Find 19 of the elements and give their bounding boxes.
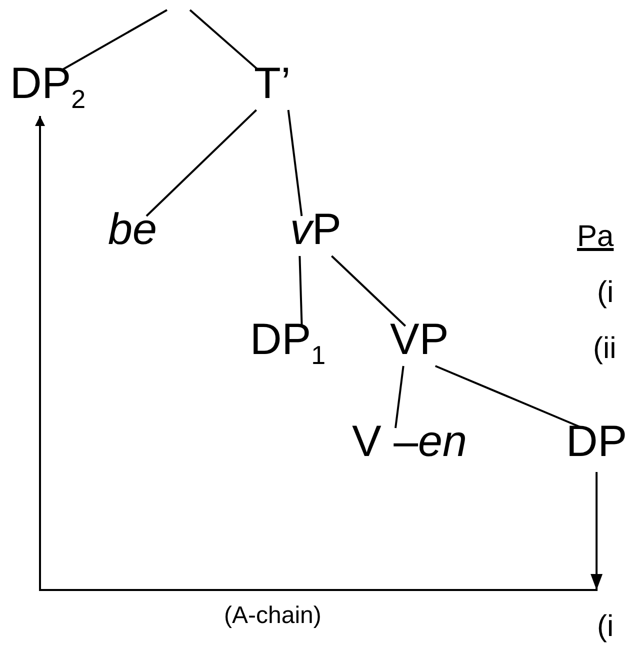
tree-branch-line: [331, 255, 406, 327]
tree-node-label: DP$_{2}$: [10, 62, 86, 112]
tree-node-label: VP: [390, 318, 449, 362]
tree-branch-line: [394, 366, 404, 428]
tree-node-label: V –en: [352, 420, 467, 464]
note-text: (i: [597, 278, 614, 308]
tree-branch-line: [61, 9, 168, 71]
tree-branch-line: [287, 110, 303, 216]
tree-branch-line: [146, 109, 258, 217]
note-text: (ii: [593, 334, 616, 364]
tree-node-label: DP: [566, 420, 628, 464]
tree-node-label: be: [108, 208, 157, 252]
tree-node-label: T’: [254, 62, 291, 106]
note-text: Pa: [577, 222, 614, 252]
tree-node-label: DP$_{1}$: [250, 318, 326, 368]
tree-branch-line: [189, 9, 259, 71]
tree-node-label: vP: [290, 208, 342, 252]
note-text: (i: [597, 612, 614, 642]
tree-branch-line: [298, 256, 303, 326]
